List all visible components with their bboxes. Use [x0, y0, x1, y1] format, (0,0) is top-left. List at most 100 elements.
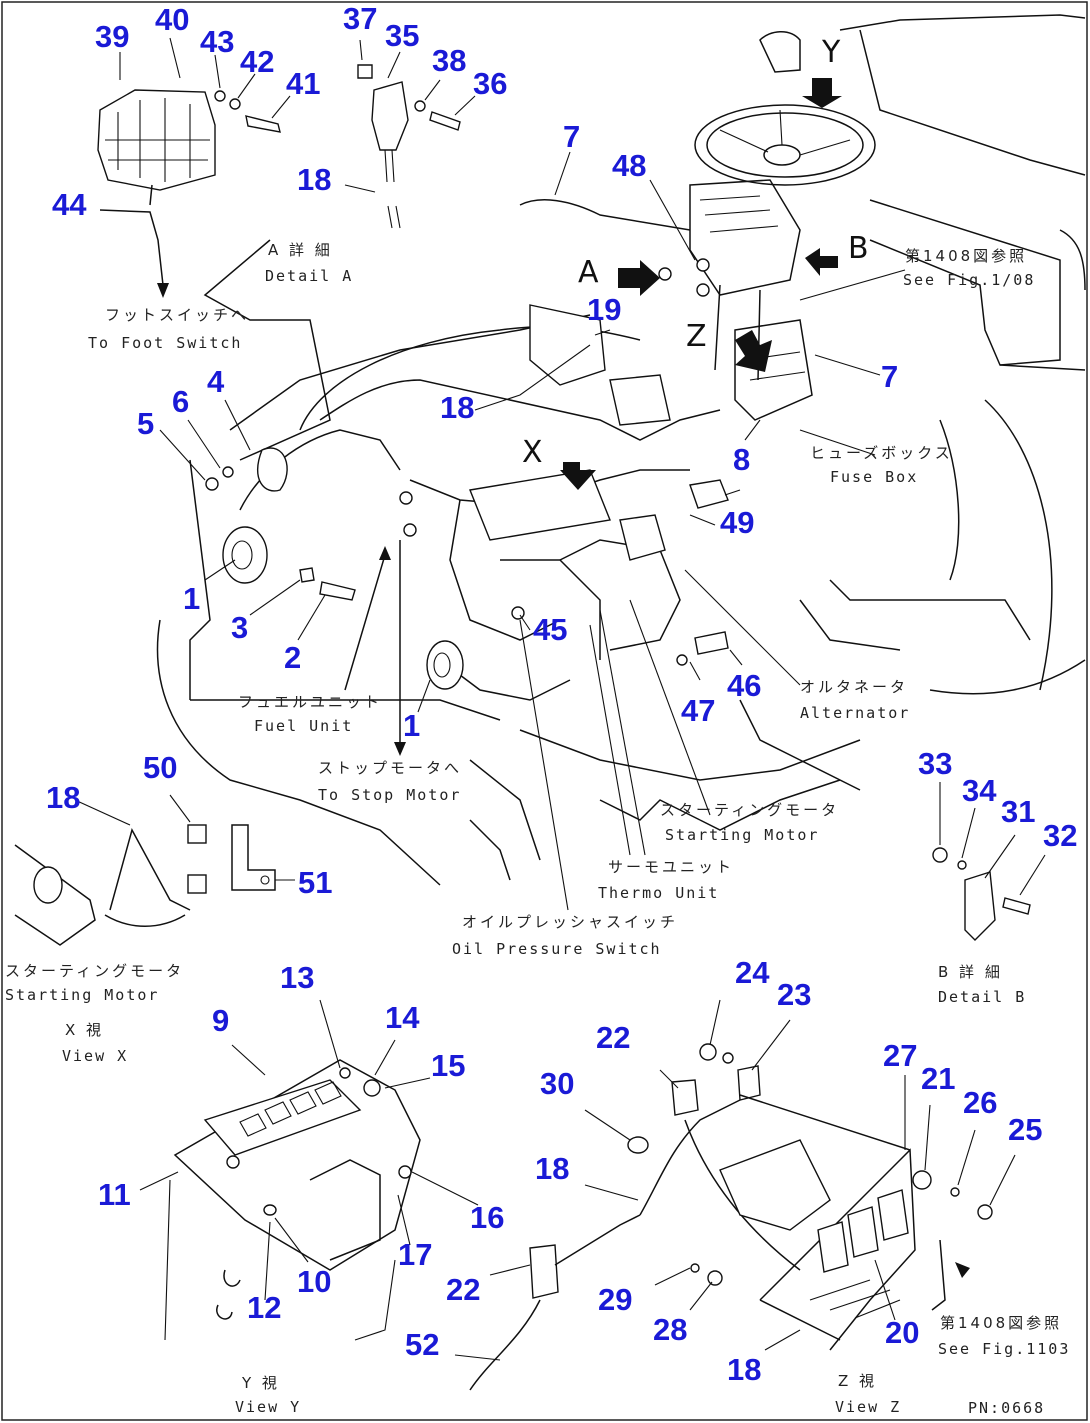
- callout-18-d: 18: [535, 1151, 569, 1186]
- view-letter-a: A: [578, 255, 599, 290]
- caption-oil-pressure-jp: オイルプレッシャスイッチ: [462, 913, 678, 931]
- caption-see-fig-1-en: See Fig.1/08: [903, 271, 1035, 289]
- caption-starting-motor2-jp: スターティングモータ: [5, 962, 184, 980]
- engine-components: [205, 258, 729, 690]
- callout-18-c: 18: [46, 780, 80, 815]
- callout-21: 21: [921, 1061, 955, 1096]
- caption-fuel-unit-en: Fuel Unit: [254, 717, 353, 735]
- callout-22-bottom: 22: [446, 1272, 480, 1307]
- caption-alternator-en: Alternator: [800, 704, 910, 722]
- callout-16: 16: [470, 1200, 504, 1235]
- caption-alternator-jp: オルタネータ: [800, 678, 908, 696]
- leaders-top-left: [99, 37, 476, 298]
- view-x-starter: [14, 794, 295, 946]
- caption-fuse-box-jp: ヒューズボックス: [810, 444, 953, 462]
- caption-view-z-en: View Z: [835, 1398, 901, 1416]
- callout-37: 37: [343, 1, 377, 36]
- caption-detail-a-en: Detail A: [265, 267, 353, 285]
- caption-view-z-jp: Z 視: [838, 1372, 877, 1390]
- caption-oil-pressure-en: Oil Pressure Switch: [452, 940, 662, 958]
- callout-30: 30: [540, 1066, 574, 1101]
- callout-44: 44: [52, 187, 87, 222]
- callout-25: 25: [1008, 1112, 1042, 1147]
- callout-48: 48: [612, 148, 646, 183]
- caption-view-y-en: View Y: [235, 1398, 301, 1416]
- callout-46: 46: [727, 668, 761, 703]
- callout-2: 2: [284, 640, 301, 675]
- caption-stop-motor-jp: ストップモータへ: [318, 759, 462, 777]
- caption-detail-a-jp: A 詳 細: [268, 241, 333, 259]
- callout-38: 38: [432, 43, 466, 78]
- view-z-fuse-area: [454, 999, 1016, 1391]
- callout-3: 3: [231, 610, 248, 645]
- callout-4: 4: [207, 364, 225, 399]
- view-letter-x: X: [522, 435, 543, 470]
- detail-a-parts: [97, 64, 461, 229]
- callout-6: 6: [172, 384, 189, 419]
- caption-foot-switch-en: To Foot Switch: [88, 334, 242, 352]
- callout-18-e: 18: [727, 1352, 761, 1387]
- callout-40: 40: [155, 2, 189, 37]
- leaders-top-right: [519, 151, 906, 456]
- callout-1-left: 1: [183, 581, 200, 616]
- frame-id: PN:0668: [968, 1399, 1045, 1417]
- caption-starting-motor2-en: Starting Motor: [5, 986, 159, 1004]
- callout-27: 27: [883, 1038, 917, 1073]
- callout-35: 35: [385, 18, 419, 53]
- caption-stop-motor-en: To Stop Motor: [318, 786, 461, 804]
- callout-42: 42: [240, 44, 274, 79]
- callout-10: 10: [297, 1264, 331, 1299]
- detail-b-parts: [932, 782, 1046, 941]
- callout-14: 14: [385, 1000, 420, 1035]
- callout-29: 29: [598, 1282, 632, 1317]
- callout-32: 32: [1043, 818, 1077, 853]
- caption-see-fig-2-jp: 第1408図参照: [940, 1314, 1062, 1332]
- caption-see-fig-2-en: See Fig.1103: [938, 1340, 1070, 1358]
- callout-28: 28: [653, 1312, 687, 1347]
- view-y-panel: [139, 999, 479, 1341]
- caption-detail-b-jp: B 詳 細: [938, 963, 1003, 981]
- callout-22-top: 22: [596, 1020, 630, 1055]
- leaders-center: [159, 329, 801, 911]
- callout-18-a: 18: [297, 162, 331, 197]
- callout-39: 39: [95, 19, 129, 54]
- callout-19: 19: [587, 292, 621, 327]
- view-letter-z: Z: [686, 319, 707, 354]
- caption-starting-motor-en: Starting Motor: [665, 826, 819, 844]
- callout-20: 20: [885, 1315, 919, 1350]
- caption-starting-motor-jp: スターティングモータ: [660, 801, 839, 819]
- caption-see-fig-1-jp: 第1408図参照: [905, 247, 1027, 265]
- callout-9: 9: [212, 1003, 229, 1038]
- callout-24: 24: [735, 955, 770, 990]
- callout-15: 15: [431, 1048, 465, 1083]
- callout-1-center: 1: [403, 708, 420, 743]
- callout-7-top: 7: [563, 119, 580, 154]
- view-letter-b: B: [848, 231, 869, 266]
- callout-50: 50: [143, 750, 177, 785]
- callout-23: 23: [777, 977, 811, 1012]
- callout-17: 17: [398, 1237, 432, 1272]
- callout-43: 43: [200, 24, 234, 59]
- caption-thermo-unit-jp: サーモユニット: [608, 858, 734, 876]
- view-letters: Y A B Z X: [522, 35, 869, 470]
- captions: A 詳 細 Detail A フットスイッチへ To Foot Switch 第…: [5, 241, 1070, 1417]
- caption-detail-b-en: Detail B: [938, 988, 1026, 1006]
- callout-51: 51: [298, 865, 332, 900]
- caption-fuel-unit-jp: フュエルユニット: [238, 693, 382, 711]
- view-arrows: [560, 260, 772, 490]
- callout-7-right: 7: [881, 359, 898, 394]
- callout-26: 26: [963, 1085, 997, 1120]
- callout-36: 36: [473, 66, 507, 101]
- callout-52: 52: [405, 1327, 439, 1362]
- callout-34: 34: [962, 773, 997, 808]
- callout-18-b: 18: [440, 390, 474, 425]
- caption-view-x-jp: X 視: [65, 1021, 104, 1039]
- view-letter-y: Y: [821, 35, 841, 70]
- callout-33: 33: [918, 746, 952, 781]
- callout-41: 41: [286, 66, 320, 101]
- caption-thermo-unit-en: Thermo Unit: [598, 884, 719, 902]
- callout-45: 45: [533, 612, 567, 647]
- callout-49: 49: [720, 505, 754, 540]
